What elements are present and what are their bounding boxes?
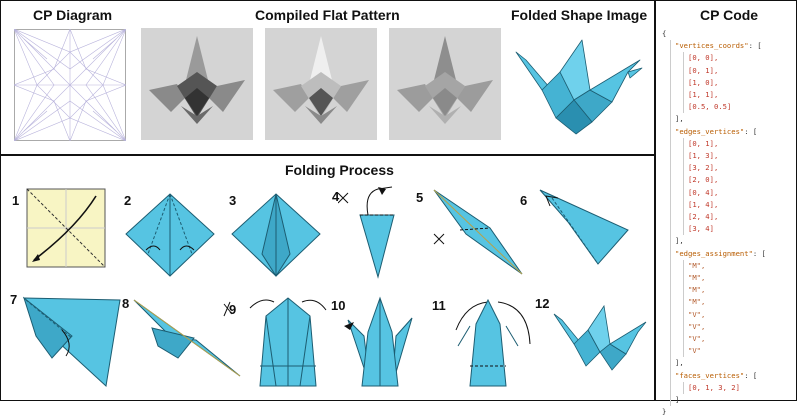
step-number: 11 <box>432 298 446 313</box>
vertex-item: [0.5, 0.5] <box>688 102 732 112</box>
edge-item: [3, 4] <box>688 224 714 234</box>
assign-item: "M", <box>688 260 706 270</box>
step-9-figure <box>249 297 327 387</box>
face-item: [0, 1, 3, 2] <box>688 382 740 392</box>
step-10-figure <box>344 296 413 387</box>
key-vertices: "vertices_coords" <box>675 41 749 51</box>
brace-open: { <box>662 29 667 38</box>
edge-item: [0, 1], <box>688 138 719 148</box>
edge-item: [1, 4], <box>688 199 719 209</box>
step-3-figure <box>231 193 321 277</box>
vertex-item: [0, 0], <box>688 53 719 63</box>
step-number: 8 <box>122 296 130 311</box>
folding-process-title: Folding Process <box>285 162 394 178</box>
step-2-figure <box>125 193 215 277</box>
step-4-figure <box>338 186 395 279</box>
step-number: 12 <box>535 296 550 311</box>
step-number: 7 <box>10 292 18 307</box>
step-number: 10 <box>331 298 346 313</box>
assign-item: "M", <box>688 273 706 283</box>
vertex-item: [0, 1], <box>688 65 719 75</box>
step-11-figure <box>455 298 531 387</box>
assign-item: "M", <box>688 285 706 295</box>
step-12-figure <box>553 304 647 371</box>
flat-pattern-3 <box>389 28 501 140</box>
step-number: 6 <box>520 193 528 208</box>
folded-crane <box>515 39 643 135</box>
vertex-item: [1, 1], <box>688 90 719 100</box>
vertex-item: [1, 0], <box>688 77 719 87</box>
edge-item: [2, 4], <box>688 212 719 222</box>
flat-pattern-1 <box>141 28 253 140</box>
step-5-figure <box>433 189 523 275</box>
edge-item: [3, 2], <box>688 163 719 173</box>
cp-diagram-title: CP Diagram <box>33 7 113 23</box>
folded-shape-title: Folded Shape Image <box>511 7 648 23</box>
step-number: 3 <box>229 193 237 208</box>
cp-code-title: CP Code <box>700 7 759 23</box>
cp-diagram <box>14 29 126 141</box>
step-number: 9 <box>229 302 237 317</box>
assign-item: "V" <box>688 346 701 356</box>
step-number: 4 <box>332 189 340 204</box>
edge-item: [2, 0], <box>688 175 719 185</box>
key-edges: "edges_vertices" <box>675 126 745 136</box>
key-assignment: "edges_assignment" <box>675 248 753 258</box>
assign-item: "V", <box>688 321 706 331</box>
step-number: 5 <box>416 190 424 205</box>
step-1-figure <box>26 188 106 268</box>
flat-pattern-title: Compiled Flat Pattern <box>255 7 400 23</box>
step-7-figure <box>22 296 121 387</box>
assign-item: "V", <box>688 334 706 344</box>
brace-close: } <box>662 407 667 417</box>
key-faces: "faces_vertices" <box>675 370 745 380</box>
edge-item: [0, 4], <box>688 187 719 197</box>
flat-pattern-2 <box>265 28 377 140</box>
edge-item: [1, 3], <box>688 151 719 161</box>
step-6-figure <box>539 189 629 265</box>
assign-item: "M", <box>688 297 706 307</box>
assign-item: "V", <box>688 309 706 319</box>
step-number: 1 <box>12 193 20 208</box>
code-body: "vertices_coords": [ [0, 0], [0, 1], [1,… <box>670 40 766 407</box>
step-8-figure <box>133 299 241 377</box>
cp-code-block: { "vertices_coords": [ [0, 0], [0, 1], [… <box>662 28 766 419</box>
step-number: 2 <box>124 193 132 208</box>
